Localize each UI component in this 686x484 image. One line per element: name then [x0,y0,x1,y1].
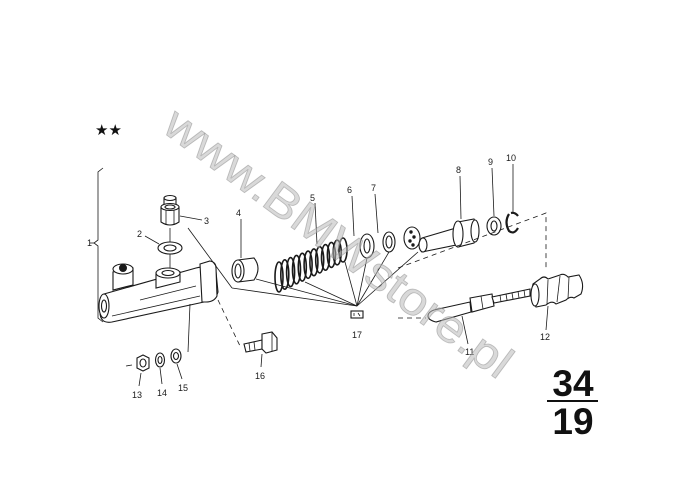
callout-14: 14 [157,388,167,398]
callout-6: 6 [347,185,352,195]
spring-coil [326,241,337,269]
assembly-axis-line [187,227,233,289]
grease-application-lines [255,251,419,307]
lubricant-symbol [350,310,364,319]
return-spring [274,237,348,293]
piston [418,218,480,253]
callout-12: 12 [540,332,550,342]
callout-7: 7 [371,183,376,193]
callout-9: 9 [488,157,493,167]
variant-marker-stars: ★★ [95,121,122,139]
callout-8: 8 [456,165,461,175]
perforated-washer [403,226,421,250]
spring-coil [338,237,348,263]
callout-10: 10 [506,153,516,163]
spring-coil [332,239,343,266]
assembly-axis-line [125,364,133,367]
page-number-sheet: 19 [552,401,593,442]
spring-coil [303,250,313,280]
spring-coil [309,248,319,277]
spring-coil [279,258,290,290]
callout-4: 4 [236,208,241,218]
seal-ring [382,231,396,253]
hex-bolt [217,299,278,354]
callout-16: 16 [255,371,265,381]
sealing-washer [157,241,183,255]
pushrod [427,288,531,323]
cap-nut [160,194,180,226]
dust-boot [530,273,584,308]
page-number: 34 19 [547,363,598,442]
callout-15: 15 [178,383,188,393]
spring-coil [274,261,284,293]
piston-cup [231,257,259,283]
callout-2: 2 [137,229,142,239]
spring-coil [297,252,308,282]
callout-17: 17 [352,330,362,340]
assembly-axis-line [231,287,358,307]
page-number-group: 34 [552,363,594,404]
callout-3: 3 [204,216,209,226]
callout-1: 1 [87,238,92,248]
callout-leaders [138,164,549,387]
callout-11: 11 [465,347,474,357]
callout-13: 13 [132,390,142,400]
circlip [505,211,519,234]
hex-nut [136,354,150,372]
assembly-dashed-line [397,212,547,269]
assembly-axis-line [187,303,191,353]
assembly-bracket [90,167,104,323]
stop-washer [486,216,502,236]
spring-washer [154,352,166,368]
spring-coil [314,245,325,274]
spring-coil [320,243,331,271]
spring-coil [291,254,302,285]
spring-coil [285,256,296,288]
plain-washer [170,348,182,364]
master-cylinder-body [98,260,219,323]
callout-5: 5 [310,193,315,203]
